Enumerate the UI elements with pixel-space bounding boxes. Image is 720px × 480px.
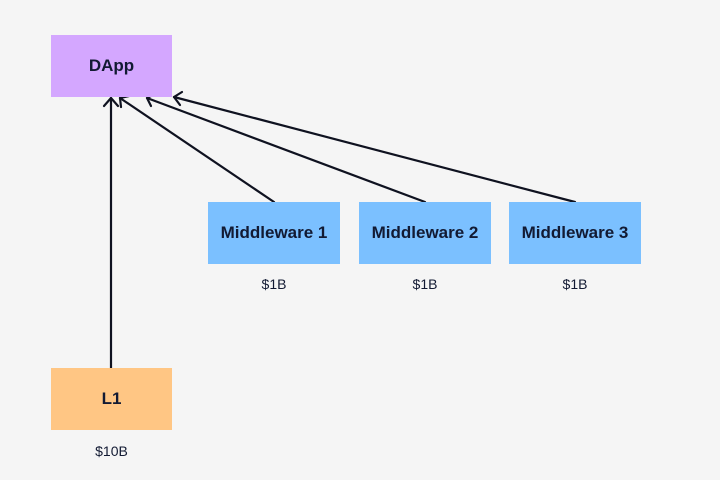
- middleware-3-value: $1B: [562, 276, 588, 292]
- middleware-1-node: Middleware 1: [208, 202, 340, 264]
- middleware-2-node: Middleware 2: [359, 202, 491, 264]
- middleware-2-value: $1B: [412, 276, 438, 292]
- edge-middleware-3-to-dapp: [172, 90, 577, 204]
- dapp-label: DApp: [88, 56, 135, 75]
- middleware-3-node: Middleware 3: [509, 202, 641, 264]
- dapp-node: DApp: [51, 35, 172, 97]
- middleware-2-label: Middleware 2: [371, 223, 479, 242]
- middleware-1-label: Middleware 1: [220, 223, 328, 242]
- middleware-1-value: $1B: [261, 276, 287, 292]
- l1-node: L1: [51, 368, 172, 430]
- l1-value: $10B: [95, 443, 128, 459]
- edge-l1-to-dapp: [102, 96, 120, 370]
- edge-middleware-1-to-dapp: [118, 94, 276, 204]
- edge-middleware-2-to-dapp: [145, 92, 427, 204]
- l1-label: L1: [101, 389, 122, 408]
- middleware-3-label: Middleware 3: [521, 223, 629, 242]
